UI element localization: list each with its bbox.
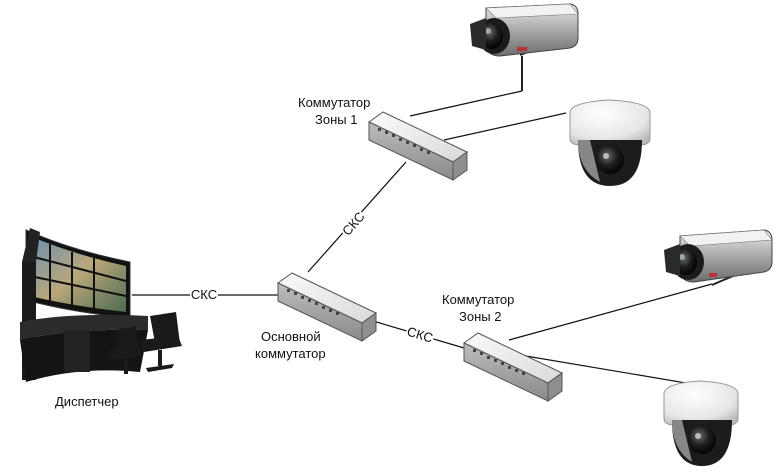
cks-label-main-zone2: СКС — [404, 324, 436, 346]
main-switch-label-line2: коммутатор — [255, 346, 326, 361]
dispatcher-workstation-icon — [20, 228, 182, 382]
switch-zone2-label-line1: Коммутатор — [442, 292, 514, 307]
cks-label-main-zone1: СКС — [339, 208, 369, 240]
link-cam1-zone1 — [409, 90, 523, 117]
link-zone2-cam2 — [508, 283, 713, 341]
box-camera-icon — [470, 3, 579, 91]
dome-camera-icon — [663, 380, 739, 466]
switch-zone1-icon — [368, 111, 468, 181]
svg-text:СКС: СКС — [339, 209, 368, 239]
labels: Коммутатор Зоны 1 Коммутатор Зоны 2 Осно… — [55, 95, 514, 409]
box-camera-icon — [664, 229, 773, 286]
main-switch-icon — [277, 272, 377, 342]
switch-zone1-label-line2: Зоны 1 — [315, 112, 357, 127]
link-dome1-zone1 — [443, 112, 567, 141]
dome-camera-icon — [569, 99, 651, 186]
switch-zone1-label-line1: Коммутатор — [298, 95, 370, 110]
svg-text:СКС: СКС — [405, 324, 434, 346]
dispatcher-label: Диспетчер — [55, 394, 119, 409]
switch-zone2-icon — [463, 332, 563, 402]
cks-label-dispatcher-main: СКС — [190, 286, 218, 302]
link-zone2-dome2 — [513, 353, 693, 385]
switch-zone2-label-line2: Зоны 2 — [459, 309, 501, 324]
main-switch-label-line1: Основной — [261, 329, 321, 344]
svg-text:СКС: СКС — [191, 287, 217, 302]
